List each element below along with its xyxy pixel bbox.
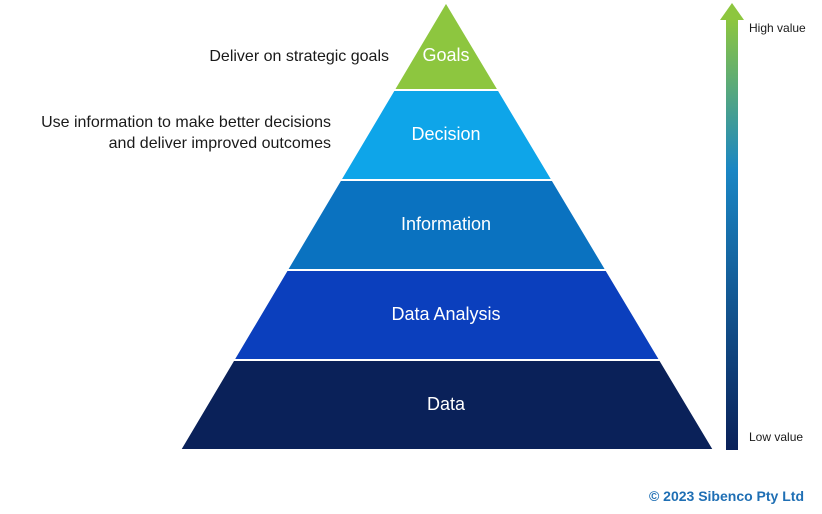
high-value-label: High value	[749, 21, 806, 35]
decision-annotation: Use information to make better decisions…	[41, 112, 331, 154]
value-arrow-shaft	[726, 20, 738, 450]
value-arrow-head	[720, 3, 744, 20]
decision-annotation-line2: and deliver improved outcomes	[108, 135, 331, 152]
decision-annotation-line1: Use information to make better decisions	[41, 114, 331, 131]
pyramid-label-decision: Decision	[411, 124, 480, 144]
pyramid-label-data-analysis: Data Analysis	[391, 304, 500, 324]
pyramid-level-data	[178, 359, 716, 451]
pyramid-label-information: Information	[401, 214, 491, 234]
low-value-label: Low value	[749, 430, 804, 444]
pyramid-label-data: Data	[427, 394, 466, 414]
copyright-notice: © 2023 Sibenco Pty Ltd	[648, 488, 804, 504]
goals-annotation: Deliver on strategic goals	[209, 48, 389, 65]
pyramid-label-goals: Goals	[422, 45, 469, 65]
